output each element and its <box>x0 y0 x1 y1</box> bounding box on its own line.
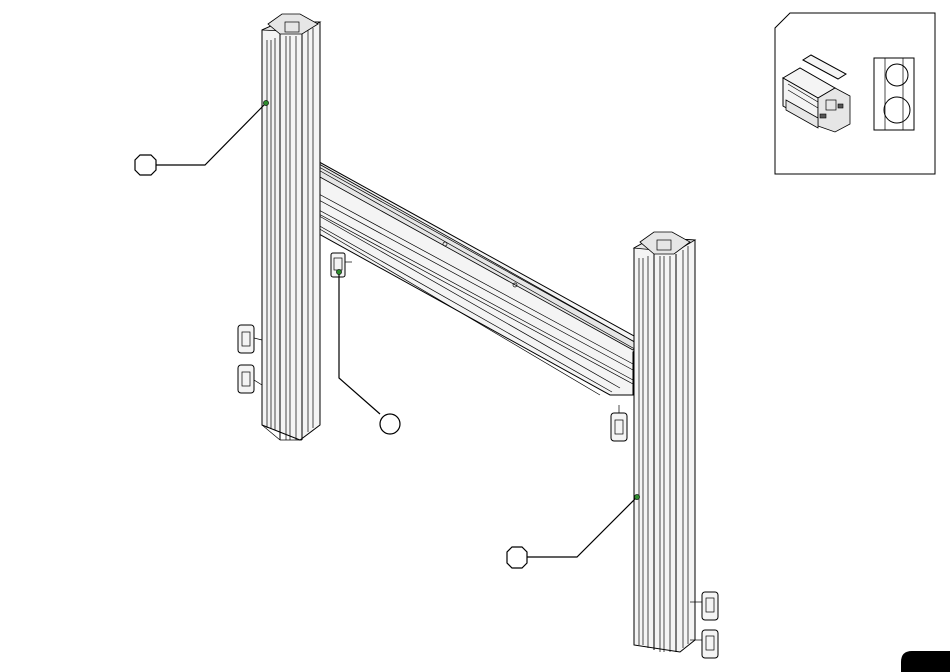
slot-nut <box>611 405 627 441</box>
profile-end-detail <box>783 55 850 132</box>
callout-right-post <box>507 494 640 568</box>
callout-octagon <box>507 547 527 568</box>
slot-nut <box>238 325 262 353</box>
marker-dot <box>634 494 639 499</box>
slot-detail <box>874 58 914 130</box>
page-tab <box>901 651 950 672</box>
callout-circle <box>380 414 400 434</box>
callout-cross-beam-nut <box>336 269 400 434</box>
left-post <box>262 14 320 440</box>
slot-nut <box>238 365 262 393</box>
marker-dot <box>263 100 268 105</box>
marker-dot <box>336 269 341 274</box>
right-post <box>634 232 695 652</box>
detail-inset <box>775 13 935 174</box>
callout-octagon <box>135 155 156 175</box>
callout-left-post <box>135 100 269 175</box>
